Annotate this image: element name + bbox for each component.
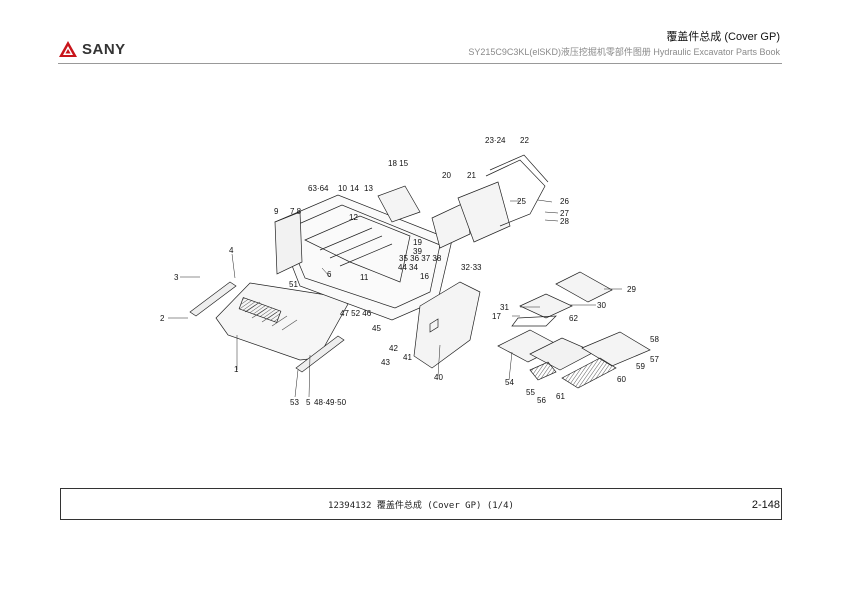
callout-4: 4	[229, 246, 234, 255]
callout-30: 30	[597, 301, 606, 310]
sany-logo: SANY	[58, 40, 126, 58]
callout-10: 10	[338, 184, 347, 193]
callout-40: 40	[434, 373, 443, 382]
callout-53: 53	[290, 398, 299, 407]
callout-1: 1	[234, 365, 239, 374]
footer-title-box: 12394132 覆盖件总成 (Cover GP) (1/4)	[60, 488, 782, 520]
callout-20: 20	[442, 171, 451, 180]
callout-35-38: 35 36 37 38	[399, 254, 442, 263]
brand-name: SANY	[82, 40, 126, 58]
sany-logo-icon	[59, 41, 77, 57]
callout-43: 43	[381, 358, 390, 367]
callout-7-8: 7 8	[290, 207, 302, 216]
callout-57: 57	[650, 355, 659, 364]
diagram-drawing	[189, 154, 651, 389]
callout-29: 29	[627, 285, 636, 294]
callout-51: 51	[289, 280, 298, 289]
callout-25: 25	[517, 197, 526, 206]
book-subtitle: SY215C9C3KL(elSKD)液压挖掘机零部件图册 Hydraulic E…	[468, 47, 780, 57]
callout-3: 3	[174, 273, 179, 282]
callout-60: 60	[617, 375, 626, 384]
callout-61: 61	[556, 392, 565, 401]
callout-6: 6	[327, 270, 332, 279]
callout-23-24: 23·24	[485, 136, 506, 145]
callout-59: 59	[636, 362, 645, 371]
header-divider	[58, 63, 782, 64]
callout-21: 21	[467, 171, 476, 180]
callout-28: 28	[560, 217, 569, 226]
callout-16: 16	[420, 272, 429, 281]
callout-27: 27	[560, 209, 569, 218]
callout-55: 55	[526, 388, 535, 397]
callout-42: 42	[389, 344, 398, 353]
leader-lines	[168, 199, 622, 398]
callout-14: 14	[350, 184, 359, 193]
callout-2: 2	[160, 314, 165, 323]
callout-56: 56	[537, 396, 546, 405]
callout-12: 12	[349, 213, 358, 222]
callout-47-52-46: 47 52 46	[340, 309, 372, 318]
callout-17: 17	[492, 312, 501, 321]
callout-62: 62	[569, 314, 578, 323]
callout-58: 58	[650, 335, 659, 344]
callout-11: 11	[360, 273, 369, 282]
callout-54: 54	[505, 378, 514, 387]
callout-26: 26	[560, 197, 569, 206]
callout-39: 39	[413, 247, 422, 256]
callout-41: 41	[403, 353, 412, 362]
callout-13: 13	[364, 184, 373, 193]
callout-63-64: 63·64	[308, 184, 329, 193]
callout-18-15: 18 15	[388, 159, 409, 168]
footer-caption: 12394132 覆盖件总成 (Cover GP) (1/4)	[328, 501, 514, 511]
page-number: 2-148	[751, 499, 780, 511]
page-title: 覆盖件总成 (Cover GP)	[666, 31, 780, 43]
callout-32-33: 32·33	[461, 263, 482, 272]
callout-19: 19	[413, 238, 422, 247]
callout-5: 5	[306, 398, 311, 407]
callout-34: 34	[409, 263, 418, 272]
callout-48-49-50: 48·49·50	[314, 398, 347, 407]
callout-22: 22	[520, 136, 529, 145]
callout-31: 31	[500, 303, 509, 312]
callout-9: 9	[274, 207, 279, 216]
callout-45: 45	[372, 324, 381, 333]
callout-44: 44	[398, 263, 407, 272]
